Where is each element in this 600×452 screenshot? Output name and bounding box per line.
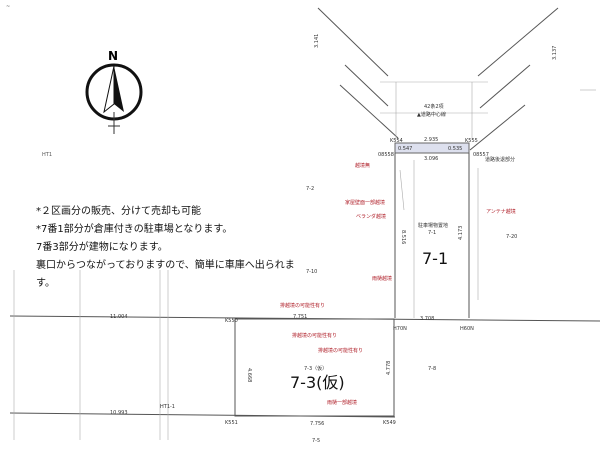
dim-top-right: 0.535 [448, 146, 462, 152]
compass-label: N [108, 49, 118, 63]
note-line: 7番3部分が建物になります。 [36, 242, 168, 253]
lot-7-1-label: 7-1 [422, 249, 448, 268]
dim-left-v: 8.516 [400, 230, 406, 244]
ht1-label: HT1 [42, 152, 52, 158]
tilde-mark: ~ [6, 4, 10, 10]
encroach-note: 家屋壁面一部越境 [345, 199, 385, 206]
dim-lower-left: 10.993 [110, 410, 128, 416]
note-line: す。 [36, 278, 55, 289]
note-line: 裏口からつながっておりますので、簡単に車庫へ出られま [36, 260, 295, 271]
point-label: 08557 [473, 152, 489, 158]
point-label: H60N [460, 326, 474, 332]
point-label: K550 [225, 318, 238, 324]
lot-7-20: 7-20 [506, 234, 517, 240]
dim-lot3-right: 4.778 [386, 361, 392, 375]
lot3-small: 7-3（仮） [304, 365, 327, 372]
dim-diag-right: 3.137 [552, 46, 558, 60]
dim-mid-right: 3.708 [420, 316, 434, 322]
lot-7-2: 7-2 [306, 186, 314, 192]
lot-7-1-boundary [394, 153, 479, 318]
encroach-note: 雨樋一部越境 [327, 399, 357, 406]
encroach-note: 排越境の可能性有り [280, 302, 325, 309]
setback-strip [394, 142, 470, 154]
lot1-desc: 駐車場物置地 [418, 222, 448, 229]
lot-7-8: 7-8 [428, 366, 436, 372]
dim-upper-left: 11.004 [110, 314, 128, 320]
north-compass-icon: N [85, 49, 143, 134]
road-lines [317, 7, 596, 151]
lot-7-10: 7-10 [306, 269, 317, 275]
dim-mid: 7.751 [293, 314, 307, 320]
dim-top: 2.935 [424, 137, 438, 143]
point-label: K554 [390, 138, 403, 144]
dim-bottom: 7.756 [310, 421, 324, 427]
dim-lot3-left: 4.668 [246, 368, 252, 382]
dim-top-inner: 3.096 [424, 156, 438, 162]
point-label: K555 [465, 138, 478, 144]
point-label: H70N [393, 326, 407, 332]
encroach-note: 越境無 [355, 162, 370, 169]
encroach-note: 排越境の可能性有り [318, 347, 363, 354]
lot-7-3-boundary [234, 318, 395, 417]
road-type: 42条2項 [424, 103, 444, 110]
dim-top-left: 0.547 [398, 146, 412, 152]
lot1-small: 7-1 [428, 230, 436, 236]
encroach-note: 雨樋越境 [372, 275, 392, 282]
note-line: *7番1部分が倉庫付きの駐車場となります。 [36, 224, 233, 235]
dim-right-v: 4.173 [458, 226, 464, 240]
point-label: 08558 [378, 152, 394, 158]
lot-7-5: 7-5 [312, 438, 320, 444]
encroach-note: 排越境の可能性有り [292, 332, 337, 339]
point-label: K549 [383, 420, 396, 426]
lot-7-3-label: 7-3(仮) [290, 373, 345, 392]
setback-label: 道路後退部分 [485, 156, 515, 163]
encroach-note: ベランダ越境 [356, 213, 386, 220]
point-label: K551 [225, 420, 238, 426]
ht1-1-label: HT1-1 [160, 404, 175, 410]
note-line: *２区画分の販売、分けて売却も可能 [36, 206, 201, 217]
road-center: ▲道路中心線 [417, 111, 446, 118]
encroach-note: アンテナ越境 [486, 208, 516, 215]
dim-diag-left: 3.141 [314, 34, 320, 48]
